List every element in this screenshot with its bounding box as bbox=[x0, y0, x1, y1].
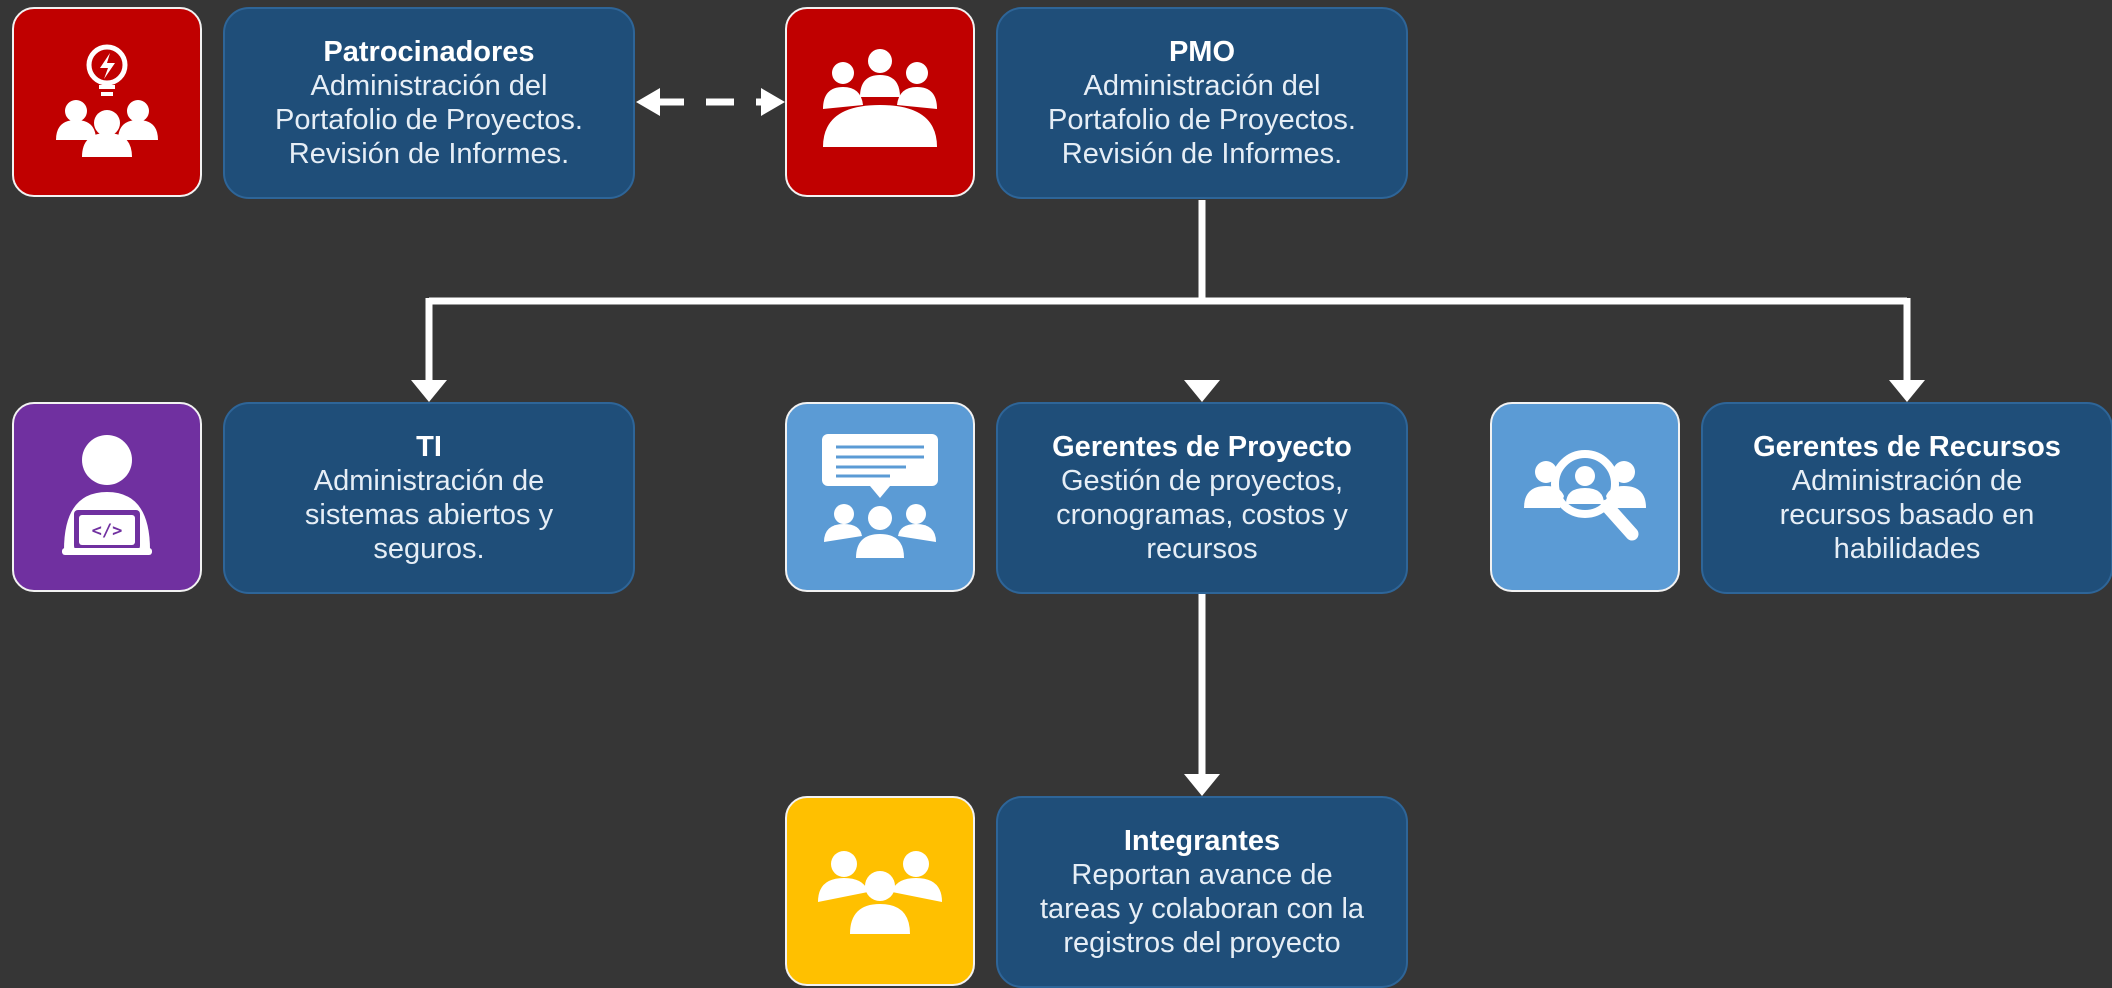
pmo-desc-line-3: Revisión de Informes. bbox=[1061, 138, 1343, 170]
ti-desc-line-3: seguros. bbox=[373, 533, 485, 565]
arrowhead-gerentes-recursos bbox=[1889, 380, 1925, 402]
arrowhead-integrantes bbox=[1184, 774, 1220, 796]
svg-text:</>: </> bbox=[92, 521, 123, 541]
gerentes-recursos-title: Gerentes de Recursos bbox=[1753, 431, 2061, 463]
integrantes-icon-box bbox=[785, 796, 975, 986]
patrocinadores-icon-box bbox=[12, 7, 202, 197]
patrocinadores-desc-line-1: Administración del bbox=[310, 70, 548, 102]
team-search-icon bbox=[1524, 450, 1646, 541]
pmo-icon-box bbox=[785, 7, 975, 197]
meeting-table-icon bbox=[823, 49, 937, 147]
patrocinadores-title: Patrocinadores bbox=[323, 36, 535, 68]
developer-laptop-icon: </> bbox=[62, 435, 152, 555]
ti-desc-line-1: Administración de bbox=[313, 465, 545, 497]
pmo-desc-line-1: Administración del bbox=[1083, 70, 1321, 102]
patrocinadores-desc-line-2: Portafolio de Proyectos. bbox=[275, 104, 583, 136]
gerentes-proyecto-desc-line-2: cronogramas, costos y bbox=[1056, 499, 1348, 531]
gerentes-proyecto-icon-box bbox=[785, 402, 975, 592]
arrowhead-left bbox=[636, 88, 660, 116]
gerentes-recursos-desc-line-2: recursos basado en bbox=[1779, 499, 2035, 531]
integrantes-card: Integrantes Reportan avance de tareas y … bbox=[996, 796, 1408, 988]
gerentes-recursos-icon-box bbox=[1490, 402, 1680, 592]
integrantes-desc-line-3: registros del proyecto bbox=[1063, 927, 1341, 959]
patrocinadores-card: Patrocinadores Administración del Portaf… bbox=[223, 7, 635, 199]
gerentes-proyecto-card: Gerentes de Proyecto Gestión de proyecto… bbox=[996, 402, 1408, 594]
ti-desc-line-2: sistemas abiertos y bbox=[304, 499, 554, 531]
arrowhead-right bbox=[761, 88, 785, 116]
arrowhead-gerentes-proyecto bbox=[1184, 380, 1220, 402]
patrocinadores-desc-line-3: Revisión de Informes. bbox=[288, 138, 570, 170]
gerentes-recursos-desc-line-3: habilidades bbox=[1833, 533, 1981, 565]
pmo-title: PMO bbox=[1168, 36, 1236, 68]
team-chat-icon bbox=[822, 434, 938, 558]
gerentes-recursos-card: Gerentes de Recursos Administración de r… bbox=[1701, 402, 2112, 594]
idea-team-icon bbox=[56, 44, 158, 157]
gerentes-recursos-desc-line-1: Administración de bbox=[1791, 465, 2023, 497]
tree-connector-pmo bbox=[425, 200, 1911, 382]
integrantes-desc-line-1: Reportan avance de bbox=[1071, 859, 1333, 891]
pmo-desc-line-2: Portafolio de Proyectos. bbox=[1048, 104, 1356, 136]
ti-icon-box: </> bbox=[12, 402, 202, 592]
integrantes-title: Integrantes bbox=[1123, 825, 1281, 857]
pmo-card: PMO Administración del Portafolio de Pro… bbox=[996, 7, 1408, 199]
gerentes-proyecto-desc-line-1: Gestión de proyectos, bbox=[1060, 465, 1344, 497]
ti-card: TI Administración de sistemas abiertos y… bbox=[223, 402, 635, 594]
integrantes-desc-line-2: tareas y colaboran con la bbox=[1039, 893, 1365, 925]
gerentes-proyecto-desc-line-3: recursos bbox=[1146, 533, 1258, 565]
ti-title: TI bbox=[416, 431, 442, 463]
gerentes-proyecto-title: Gerentes de Proyecto bbox=[1052, 431, 1352, 463]
arrowhead-ti bbox=[411, 380, 447, 402]
team-group-icon bbox=[818, 851, 942, 934]
dashed-connector-patrocinadores-pmo bbox=[636, 88, 785, 116]
